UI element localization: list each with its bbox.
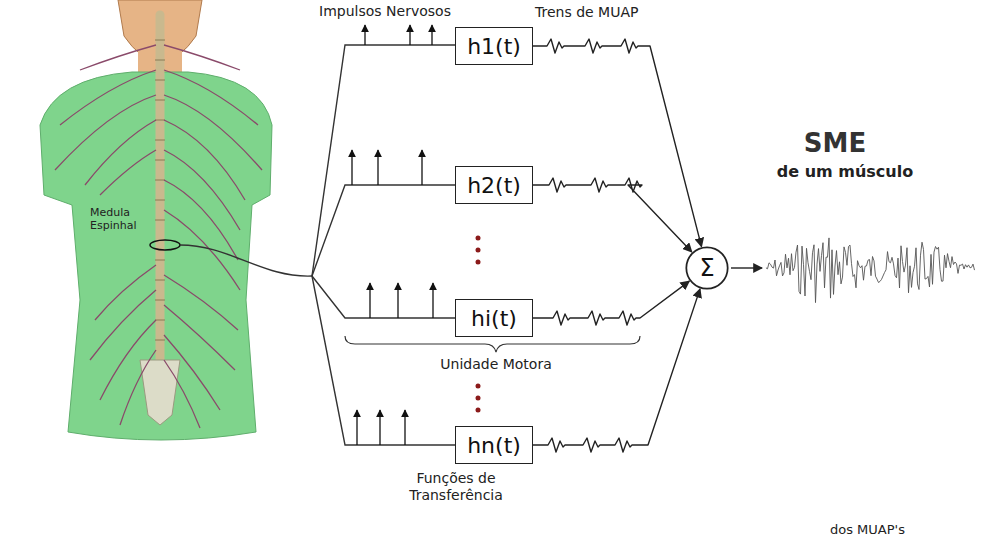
transfer-function: hi(t) xyxy=(471,306,517,331)
human-figure xyxy=(40,0,272,440)
transfer-function: hn(t) xyxy=(467,433,521,458)
diagram-label: Medula Espinhal xyxy=(90,206,154,232)
diagram-label: SME xyxy=(780,128,890,159)
muap-connector xyxy=(533,281,689,325)
diagram-label: Trens de MUAP xyxy=(535,4,655,21)
diagram-label: Impulsos Nervosos xyxy=(295,3,475,20)
diagram-label: de um músculo xyxy=(765,162,925,181)
nerve-lines xyxy=(180,45,455,445)
transfer-function: h2(t) xyxy=(467,173,521,198)
diagram-label: Funções de Transferência xyxy=(396,470,516,504)
transfer-function-box: hn(t) xyxy=(455,426,533,464)
transfer-function-box: h2(t) xyxy=(455,166,533,204)
muap-connector xyxy=(533,39,702,247)
emg-signal xyxy=(766,238,975,303)
motor-unit-bracket xyxy=(345,336,640,352)
transfer-function: h1(t) xyxy=(467,34,521,59)
sum-circle: Σ xyxy=(685,246,729,290)
transfer-function-box: hi(t) xyxy=(455,299,533,337)
output-arrow xyxy=(731,267,762,268)
transfer-function-box: h1(t) xyxy=(455,27,533,65)
muap-connector xyxy=(533,289,700,452)
diagram-label: dos MUAP's xyxy=(830,522,950,538)
diagram-label: Unidade Motora xyxy=(436,356,556,373)
sum-symbol: Σ xyxy=(699,254,714,282)
impulse-arrows xyxy=(352,25,433,445)
muap-connector xyxy=(533,178,692,252)
